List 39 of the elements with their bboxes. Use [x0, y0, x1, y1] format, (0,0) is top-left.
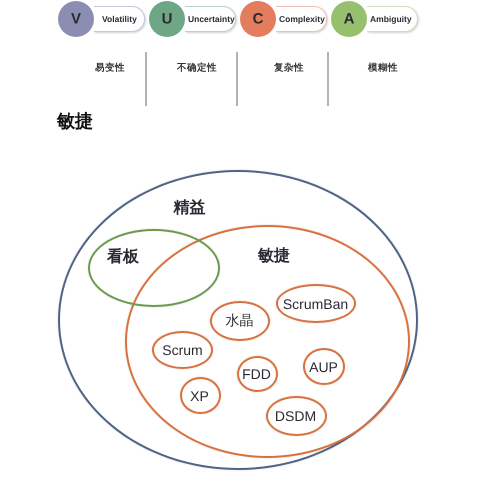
set-ellipse: [88, 228, 220, 306]
term-label: Uncertainty: [188, 14, 235, 24]
term-label: Volatility: [102, 14, 137, 24]
method-ellipse: [210, 301, 270, 341]
method-ellipse: [180, 377, 221, 414]
set-label: 看板: [107, 246, 139, 268]
method-label: FDD: [242, 366, 271, 382]
section-heading: 敏捷: [57, 111, 93, 133]
set-label: 精益: [174, 198, 206, 218]
method-ellipse: [303, 348, 345, 385]
letter-circle: [58, 1, 94, 37]
method-label: AUP: [309, 358, 338, 374]
method-label: ScrumBan: [282, 296, 348, 312]
method-ellipse: [237, 356, 278, 392]
set-ellipse: [58, 170, 418, 470]
translation-label: 不确定性: [177, 64, 217, 74]
letter-label: C: [252, 10, 264, 28]
term-label: Ambiguity: [370, 14, 412, 24]
letter-label: A: [344, 10, 354, 28]
method-label: XP: [190, 388, 209, 404]
letter-circle: [149, 1, 185, 37]
term-pill: [367, 6, 418, 32]
term-pill: [185, 6, 236, 32]
term-pill: [276, 6, 327, 32]
translation-label: 易变性: [95, 64, 125, 74]
letter-label: U: [162, 10, 172, 28]
translation-label: 模糊性: [368, 64, 398, 74]
method-ellipse: [152, 331, 213, 369]
set-label: 敏捷: [258, 246, 290, 266]
method-label: 水晶: [226, 312, 254, 330]
term-pill: [94, 6, 145, 32]
method-label: Scrum: [162, 342, 203, 358]
method-label: DSDM: [274, 408, 316, 424]
method-ellipse: [266, 396, 327, 436]
letter-circle: [240, 1, 276, 37]
term-label: Complexity: [279, 14, 325, 24]
letter-circle: [331, 1, 367, 37]
translation-label: 复杂性: [274, 64, 304, 74]
letter-label: V: [71, 10, 81, 28]
